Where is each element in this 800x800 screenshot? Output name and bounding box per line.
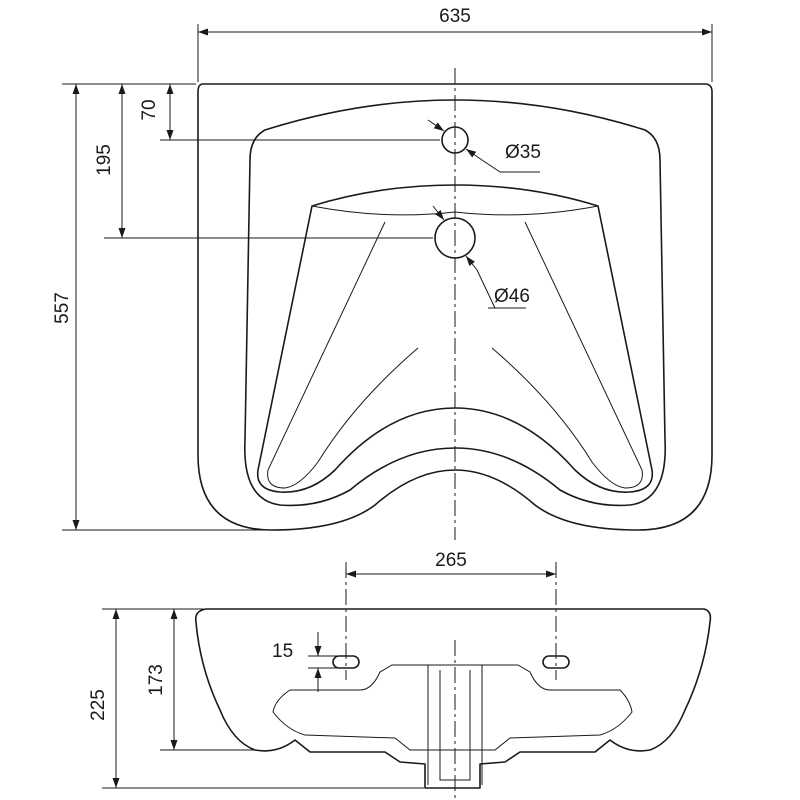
dimension-label-15: 15 <box>272 641 293 662</box>
side-view: 265 225 173 15 <box>88 550 712 798</box>
basin-inner-rim <box>244 99 666 507</box>
dimension-label-d35: Ø35 <box>505 142 541 163</box>
basin-outer-outline <box>197 83 713 531</box>
dimension-label-173: 173 <box>146 664 167 696</box>
dimension-overall-depth: 557 <box>52 83 270 531</box>
dimension-label-225: 225 <box>88 689 109 721</box>
dimension-label-70: 70 <box>139 99 160 120</box>
dimension-hole-offset-lower: 195 <box>94 84 433 239</box>
dimension-label-d46: Ø46 <box>494 286 530 307</box>
dimension-overall-width: 635 <box>197 6 713 82</box>
dimension-tap-hole-diameter: Ø35 <box>427 119 541 173</box>
dimension-hole-offset-upper: 70 <box>139 84 440 141</box>
bowl-cavity <box>256 184 654 493</box>
dimension-label-195: 195 <box>94 144 115 176</box>
dimension-label-265: 265 <box>435 550 467 571</box>
dimension-mounting-height: 173 <box>146 609 255 751</box>
side-view-inner-profile <box>272 664 633 751</box>
dimension-slot-height: 15 <box>272 632 340 692</box>
dimension-mounting-spacing: 265 <box>346 550 556 578</box>
bowl-right-ridge <box>491 221 643 489</box>
dimension-label-557: 557 <box>52 292 73 324</box>
dimension-label-635: 635 <box>439 6 471 27</box>
bowl-left-ridge <box>267 221 419 489</box>
side-view-outer-profile <box>194 608 712 789</box>
dimension-drain-hole-diameter: Ø46 <box>432 205 530 309</box>
dimension-overall-height: 225 <box>88 608 424 789</box>
top-view: 635 557 70 195 Ø35 <box>52 6 713 540</box>
